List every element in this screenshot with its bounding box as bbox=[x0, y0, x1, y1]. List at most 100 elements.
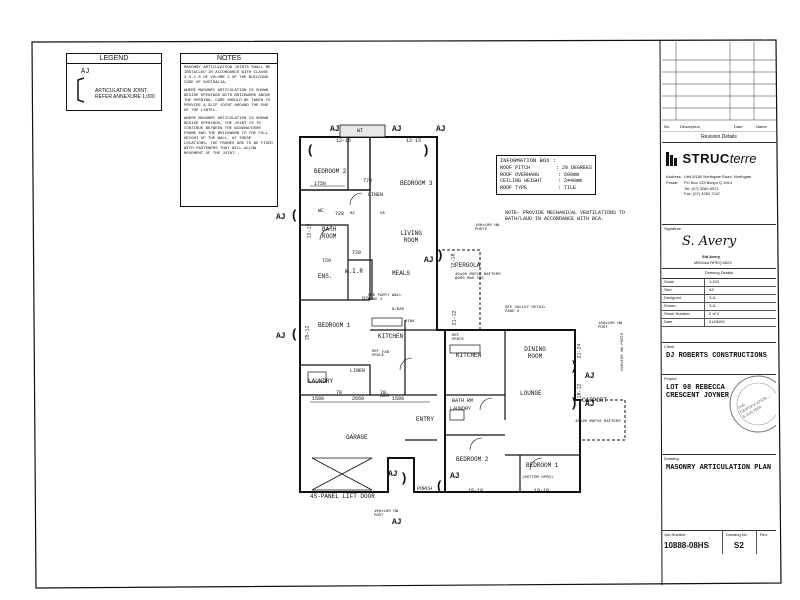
hw-post-callout: 100x100 HW POST bbox=[374, 510, 399, 518]
rev-header-name: Name bbox=[756, 124, 767, 129]
room-bath-rm: BATH RM bbox=[452, 398, 474, 404]
drawing-number-label: Drawing No. bbox=[726, 532, 749, 537]
aj-label: AJ bbox=[276, 213, 286, 222]
articulation-joint-icon: ) bbox=[572, 395, 577, 410]
joint-dim: 21-12 bbox=[451, 310, 458, 326]
address: Unit 5/180 Northgate Road, Northgate bbox=[684, 174, 752, 179]
drawing-number: S2 bbox=[734, 541, 744, 550]
hw-post-callout: 100x100 HW POSTS bbox=[475, 224, 500, 232]
room-bedroom-2: BEDROOM 2 bbox=[314, 168, 347, 175]
postal: PO Box 133 Banyo Q 4014 bbox=[684, 180, 733, 185]
signature-label: Signature bbox=[664, 226, 682, 231]
room-carport: CARPORT bbox=[582, 397, 608, 404]
telephone: Tel: (07) 3260 6371 bbox=[684, 186, 719, 191]
info-row: CEILING HEIGHT: 2440mm bbox=[500, 178, 583, 184]
info-box-title: INFORMATION BOX : bbox=[500, 157, 557, 164]
room-wc: WC bbox=[318, 208, 325, 214]
dimension: 720 bbox=[352, 250, 362, 256]
rev-label: Rev. bbox=[760, 532, 768, 537]
rev-header-desc: Description bbox=[680, 124, 701, 129]
drawing-title: MASONRY ARTICULATION PLAN bbox=[666, 464, 772, 472]
revision-details-title: Revision Details bbox=[701, 134, 737, 140]
certification-stamp bbox=[729, 375, 776, 433]
dimension: 2660 bbox=[352, 396, 365, 402]
hw-post-callout: 100x100 HW POSTS bbox=[621, 332, 626, 372]
notes-para-2: WHERE MASONRY ARTICULATION IS SHOWN BESI… bbox=[184, 89, 271, 113]
bz-callout: BZ bbox=[350, 212, 355, 216]
joint-dim: 21-24 bbox=[576, 343, 583, 359]
room-entry: ENTRY bbox=[416, 416, 435, 423]
articulation-joint-icon: ) bbox=[438, 247, 443, 262]
articulation-joint-icon: ) bbox=[424, 142, 429, 157]
notes-box: NOTES MASONRY ARTICULATION JOINTS SHALL … bbox=[180, 53, 278, 207]
dimension: 770 bbox=[363, 178, 373, 184]
room-bottom-open: (BOTTOM OPEN) bbox=[522, 476, 554, 480]
bbar-callout: B/BAR bbox=[392, 308, 405, 312]
articulation-joint-icon: ( bbox=[292, 207, 297, 222]
aj-label: AJ bbox=[330, 125, 340, 134]
ventilation-note: NOTE- PROVIDE MECHANICAL VENTILATIONS TO… bbox=[505, 210, 626, 222]
client-name: DJ ROBERTS CONSTRUCTIONS bbox=[666, 352, 767, 360]
room-ref-space: REF SPACE bbox=[372, 350, 385, 358]
signature: S. Avery bbox=[682, 234, 737, 249]
rev-header-date: Date bbox=[734, 124, 743, 129]
company-logo: STRUCterre bbox=[666, 150, 756, 168]
dimension: 70 bbox=[380, 390, 387, 396]
aj-label: AJ bbox=[450, 472, 460, 481]
room-wt: WT bbox=[357, 128, 364, 134]
aj-label: AJ bbox=[388, 470, 398, 479]
dimension: 1750 bbox=[314, 181, 327, 187]
dimension: 720 bbox=[335, 211, 345, 217]
room-ens: ENS. bbox=[318, 273, 333, 280]
room-porch: PORCH bbox=[417, 486, 433, 492]
garage-door-label: 4S-PANEL LIFT DOOR bbox=[310, 493, 375, 500]
articulation-joint-icon: ) bbox=[572, 358, 577, 373]
room-bedroom-3: BEDROOM 3 bbox=[400, 180, 433, 187]
aj-label: AJ bbox=[436, 125, 446, 134]
room-bathroom: BATH ROOM bbox=[322, 226, 337, 240]
room-ref-space-2: REF SPACE bbox=[452, 334, 465, 342]
room-kitchen-2: KITCHEN bbox=[456, 352, 482, 359]
sink-callout: SINK bbox=[405, 320, 415, 324]
dimension: 1500 bbox=[312, 396, 325, 402]
signer-registration: MIEAust RPEQ 6523 bbox=[694, 260, 732, 265]
logo-bars-icon bbox=[666, 152, 677, 166]
client-label: Client bbox=[664, 344, 675, 349]
notes-para-3: WHERE MASONRY ARTICULATION IS SHOWN BESI… bbox=[184, 117, 273, 156]
job-number-label: Job Number bbox=[664, 532, 686, 537]
room-meals: MEALS bbox=[392, 270, 411, 277]
revision-grid bbox=[662, 42, 776, 132]
project-label: Project bbox=[664, 376, 677, 381]
room-bedroom-1: BEDROOM 1 bbox=[318, 322, 351, 329]
legend-box: LEGEND AJ ARTICULATION JOINT. REFER ANNE… bbox=[66, 53, 162, 111]
joint-dim: 18-18 bbox=[468, 488, 484, 494]
joint-dim: 12-12 bbox=[306, 223, 313, 239]
articulation-joint-icon: ( bbox=[308, 142, 313, 157]
rev-header-no: No. bbox=[664, 124, 671, 129]
room-linen: LINEN bbox=[368, 192, 384, 198]
joint-dim: 15-12 bbox=[304, 325, 311, 341]
room-linen-2: LINEN bbox=[350, 368, 366, 374]
aj-label: AJ bbox=[392, 125, 402, 134]
valley-detail-callout: SEE VALLEY DETAIL PAGE 6 bbox=[505, 306, 546, 314]
room-pergola: PERGOLA bbox=[455, 262, 481, 269]
aj-label: AJ bbox=[392, 518, 402, 527]
articulation-joint-icon bbox=[77, 77, 85, 103]
room-garage: GARAGE bbox=[346, 434, 368, 441]
hw-post-callout: 100x100 HW POST bbox=[598, 322, 623, 330]
legend-entry: ARTICULATION JOINT. REFER ANNEXURE 1,000 bbox=[95, 88, 155, 100]
fax: Fax: (07) 3260 7247 bbox=[684, 191, 721, 196]
articulation-joint-icon: ) bbox=[402, 470, 407, 485]
dimension: 1500 bbox=[392, 396, 405, 402]
project-name: LOT 98 REBECCA CRESCENT JOYNER bbox=[666, 384, 730, 400]
postal-label: Postal: bbox=[666, 180, 679, 185]
info-row: ROOF OVERHANG: 600mm bbox=[500, 171, 580, 178]
legend-title: LEGEND bbox=[67, 54, 161, 64]
room-kitchen: KITCHEN bbox=[378, 333, 404, 340]
aj-label: AJ bbox=[424, 256, 434, 265]
room-bedroom-2b: BEDROOM 2 bbox=[456, 456, 489, 463]
room-laundry-2: LAUNDRY bbox=[450, 406, 472, 412]
ua-callout: UA bbox=[380, 212, 385, 216]
